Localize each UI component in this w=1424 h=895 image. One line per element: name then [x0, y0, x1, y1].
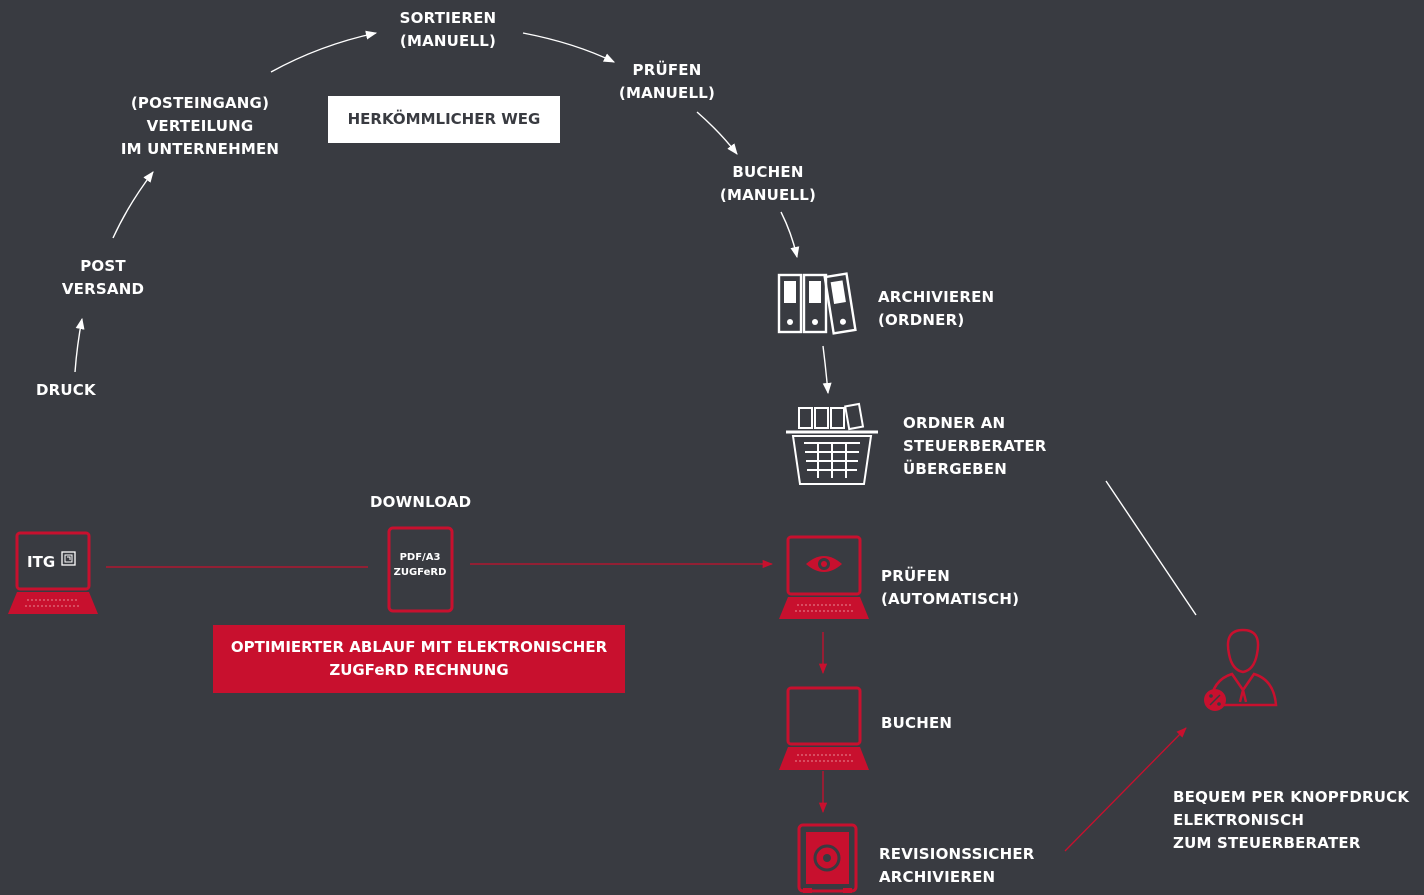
folder-basket-icon	[786, 402, 878, 485]
arrow-archiv-advisor	[1064, 727, 1187, 852]
step-druck: DRUCK	[36, 381, 96, 399]
document-standard-label: ZUGFeRD	[394, 567, 447, 578]
optimized-arrows	[106, 559, 1187, 852]
step-sortieren: SORTIEREN (MANUELL)	[399, 9, 497, 50]
step-verteilung: (POSTEINGANG) VERTEILUNG IM UNTERNEHMEN	[120, 94, 280, 158]
step-ordner-uebergeben: ORDNER AN STEUERBERATER ÜBERGEBEN	[903, 414, 1047, 478]
arrow-pruefen-buchen	[696, 111, 738, 155]
tax-advisor-icon	[1204, 628, 1278, 711]
step-buchen-manuell: BUCHEN (MANUELL)	[719, 163, 817, 204]
itg-brand-label: ITG	[27, 553, 55, 571]
eye-laptop-icon	[779, 535, 869, 619]
pdf-document-icon: PDF/A3 ZUGFeRD	[387, 526, 454, 613]
arrow-archivieren-basket	[822, 345, 832, 395]
traditional-title: HERKÖMMLICHER WEG	[347, 110, 541, 128]
document-format-label: PDF/A3	[400, 552, 441, 563]
arrow-sortieren-pruefen	[522, 32, 616, 63]
binder-folders-icon	[777, 272, 857, 335]
step-revisionssicher-archivieren: REVISIONSSICHER ARCHIVIEREN	[879, 845, 1035, 886]
arrow-druck-post	[74, 317, 85, 373]
arrow-post-verteilung	[112, 171, 154, 239]
step-archivieren-ordner: ARCHIVIEREN (ORDNER)	[878, 288, 995, 329]
safe-icon	[797, 823, 858, 893]
line-basket-advisor	[1105, 480, 1197, 616]
traditional-arrows	[74, 30, 1197, 616]
laptop-icon	[779, 686, 869, 770]
step-steuerberater: BEQUEM PER KNOPFDRUCK ELEKTRONISCH ZUM S…	[1173, 788, 1410, 852]
step-buchen-auto: BUCHEN	[881, 714, 953, 732]
traditional-title-box: HERKÖMMLICHER WEG	[328, 96, 560, 143]
step-pruefen-manuell: PRÜFEN (MANUELL)	[618, 61, 716, 102]
step-post-versand: POST VERSAND	[61, 257, 145, 298]
itg-laptop-icon: ITG	[8, 531, 98, 614]
step-pruefen-automatisch: PRÜFEN (AUTOMATISCH)	[881, 567, 1020, 608]
optimized-title-box: OPTIMIERTER ABLAUF MIT ELEKTRONISCHER ZU…	[213, 625, 625, 693]
arrow-verteilung-sortieren	[270, 30, 378, 73]
arrow-buchen-archivieren	[780, 211, 800, 259]
download-label: DOWNLOAD	[370, 493, 472, 511]
optimized-title-line-2: ZUGFeRD RECHNUNG	[329, 661, 509, 679]
optimized-title-line-1: OPTIMIERTER ABLAUF MIT ELEKTRONISCHER	[230, 638, 608, 656]
